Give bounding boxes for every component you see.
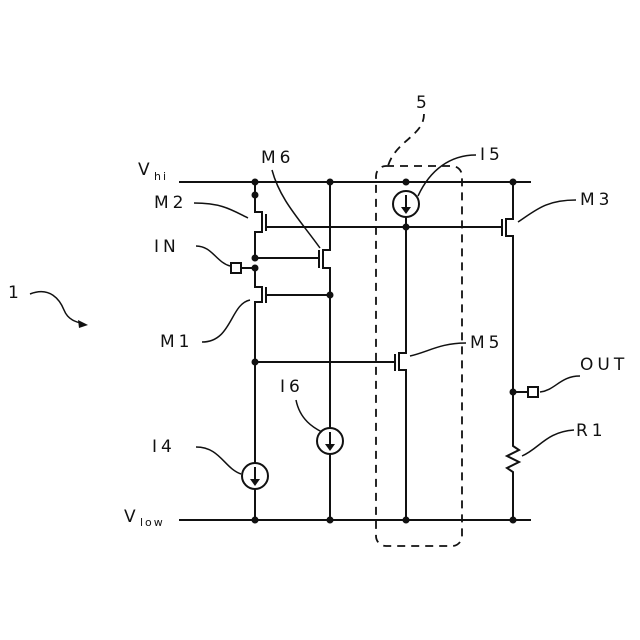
m5-label: M5 (470, 333, 503, 353)
transistor-m2 (255, 212, 500, 232)
out-terminal (528, 387, 538, 397)
junction-vlow-m5 (403, 517, 410, 524)
vlow-label: V (124, 507, 140, 527)
m3-leader (518, 200, 576, 222)
junction-vhi-left (252, 179, 259, 186)
m3-label: M3 (580, 190, 613, 210)
region-5-leader (388, 114, 424, 166)
resistor-r1 (507, 440, 519, 520)
transistor-m6 (315, 250, 330, 268)
ref-arrow-1 (30, 292, 84, 324)
vhi-sub-label: hi (154, 170, 168, 183)
out-label: OUT (580, 355, 628, 375)
region-5-label: 5 (416, 93, 431, 113)
m1-leader (202, 300, 250, 342)
m1-label: M1 (160, 332, 193, 352)
current-source-i4 (242, 463, 268, 489)
i5-leader (418, 155, 476, 196)
vhi-label: V (138, 160, 154, 180)
r1-label: R1 (576, 421, 607, 441)
i4-label: I4 (152, 437, 176, 457)
i5-label: I5 (480, 145, 504, 165)
ref-arrowhead-1 (78, 320, 88, 328)
m5-leader (410, 343, 466, 356)
junction-vlow-m6 (327, 517, 334, 524)
i4-leader (196, 447, 241, 474)
junction-m2-top (252, 192, 259, 199)
i6-label: I6 (280, 377, 304, 397)
region-5-box (376, 166, 462, 546)
m2-leader (194, 203, 248, 218)
in-label: IN (154, 237, 180, 257)
transistor-m1 (255, 287, 330, 302)
transistor-m3 (502, 219, 513, 236)
out-leader (540, 376, 580, 392)
in-terminal (231, 263, 241, 273)
current-source-i5 (393, 191, 419, 217)
m6-label: M6 (261, 148, 294, 168)
m2-label: M2 (154, 193, 187, 213)
i6-leader (296, 400, 322, 432)
junction-vlow-left (252, 517, 259, 524)
junction-vlow-r1 (510, 517, 517, 524)
r1-leader (522, 430, 574, 456)
vlow-sub-label: low (140, 516, 165, 529)
transistor-m5 (392, 353, 406, 370)
junction-m3-gate (403, 224, 410, 231)
ref-label-1: 1 (8, 283, 23, 303)
in-leader (196, 246, 230, 266)
junction-vhi-i5 (403, 179, 410, 186)
